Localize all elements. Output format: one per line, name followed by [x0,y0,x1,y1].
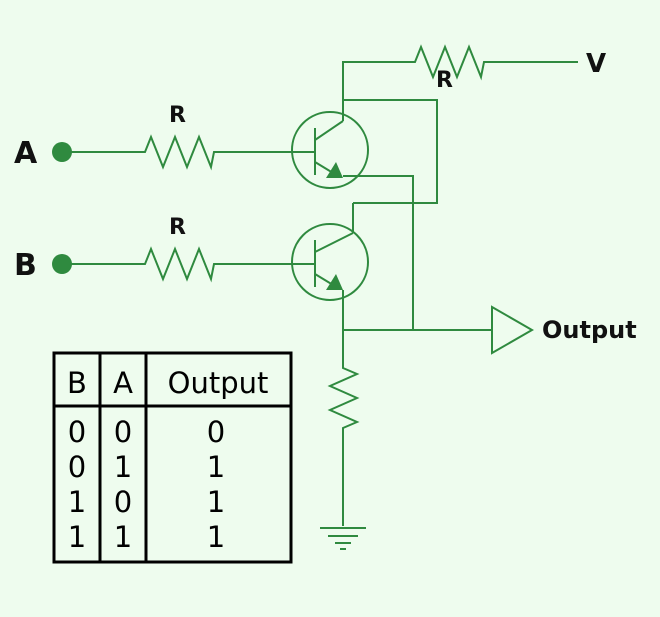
table-cell: 1 [68,485,86,519]
resistor-b [62,246,315,283]
table-header-a: A [113,366,133,400]
input-b-label: B [14,248,37,283]
supply-label: V [586,49,606,79]
table-cell: 1 [207,450,225,484]
emitter-b-wire [342,290,492,331]
resistor-top [342,44,578,100]
transistor-a [291,100,369,189]
table-header-b: B [67,366,87,400]
resistor-b-label: R [169,215,186,240]
emitter-a-wire [343,175,414,330]
transistor-b [291,203,369,301]
truth-table: B A Output 0 0 0 0 1 1 1 0 1 1 1 1 [52,351,293,564]
input-a-label: A [14,136,38,171]
table-cell: 0 [114,485,132,519]
table-cell: 1 [207,485,225,519]
output-buffer [491,305,535,355]
table-cell: 1 [207,520,225,554]
table-cell: 0 [68,415,86,449]
table-cell: 0 [68,450,86,484]
resistor-top-label: R [436,68,453,93]
pulldown-resistor [327,330,360,526]
resistor-a-label: R [169,103,186,128]
table-cell: 1 [114,450,132,484]
table-cell: 1 [114,520,132,554]
table-cell: 1 [68,520,86,554]
ground-icon [320,527,366,550]
table-cell: 0 [114,415,132,449]
resistor-a [62,134,315,171]
table-header-output: Output [168,366,269,400]
output-label: Output [542,316,637,344]
table-cell: 0 [207,415,225,449]
collector-wire [343,99,438,204]
